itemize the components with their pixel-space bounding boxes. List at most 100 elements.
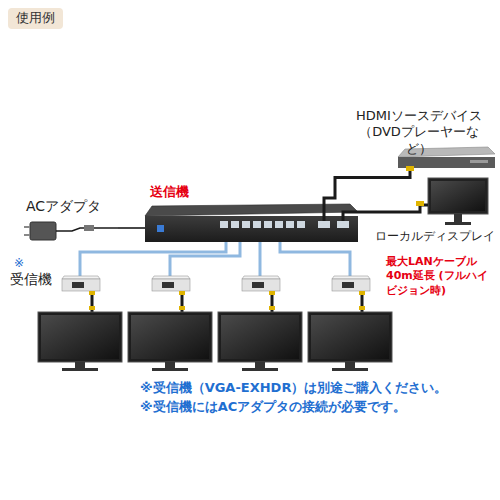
dvd-tray xyxy=(470,160,488,163)
hdmi-port xyxy=(337,221,349,228)
receiver-top xyxy=(62,276,100,279)
device-label: 受信機 xyxy=(10,271,52,289)
adapter-body xyxy=(30,222,56,240)
power-led xyxy=(157,225,164,232)
adapter-prong xyxy=(24,226,30,228)
hdmi-plug xyxy=(179,291,185,295)
tv-stand xyxy=(75,362,85,368)
receiver-port xyxy=(342,282,354,288)
tv-frame xyxy=(308,312,392,362)
hdmi-cable xyxy=(343,212,360,221)
tv-screen xyxy=(131,315,209,359)
lan-cable xyxy=(79,258,82,276)
receiver-port xyxy=(72,282,84,288)
tv-stand xyxy=(255,362,265,368)
lan-port xyxy=(286,221,294,228)
tv-stand xyxy=(165,362,175,368)
transmitter-unit xyxy=(145,204,358,242)
tv-screen xyxy=(41,315,119,359)
tv-base xyxy=(152,368,188,371)
power-cable xyxy=(140,227,145,229)
hdmi-plug xyxy=(89,306,95,310)
transmitter: 送信機 xyxy=(140,183,360,245)
receiver-port xyxy=(252,282,264,288)
receiver-box xyxy=(242,279,280,291)
receiver-top xyxy=(152,276,190,279)
hdmi-plug xyxy=(269,306,275,310)
monitor-base xyxy=(445,222,471,225)
lan-cable xyxy=(170,242,240,276)
lan-port xyxy=(275,221,283,228)
device-label: HDMIソースデバイス （DVDプレーヤーなど） xyxy=(348,108,490,157)
receivers-and-tvs xyxy=(38,276,392,371)
lan-ports xyxy=(220,221,305,228)
hdmi-plug xyxy=(359,291,365,295)
lan-cable xyxy=(80,245,226,258)
receiver-port xyxy=(162,282,174,288)
receiver-box xyxy=(332,279,370,291)
hdmi-plug xyxy=(269,291,275,295)
transmitter-top xyxy=(145,204,358,216)
device-label: ローカルディスプレイ xyxy=(375,229,495,244)
hdmi-cable xyxy=(373,205,428,212)
note-mark: ※ xyxy=(14,256,24,271)
receiver-set xyxy=(218,276,302,371)
device-label: ACアダプタ xyxy=(26,198,101,216)
receiver-top xyxy=(332,276,370,279)
receiver-set xyxy=(128,276,212,371)
cable-ferrite xyxy=(84,225,94,231)
lan-cable xyxy=(225,242,228,245)
receiver-box xyxy=(152,279,190,291)
hdmi-plug xyxy=(359,306,365,310)
monitor-screen xyxy=(431,181,485,211)
tv-base xyxy=(332,368,368,371)
hdmi-port xyxy=(318,221,330,228)
receiver-set xyxy=(38,276,122,371)
tv-screen xyxy=(311,315,389,359)
hdmi-plug xyxy=(179,306,185,310)
monitor-frame xyxy=(428,178,488,214)
device-label: 送信機 xyxy=(150,184,189,200)
hdmi-cable xyxy=(360,211,373,214)
lan-port xyxy=(253,221,261,228)
lan-port xyxy=(220,221,228,228)
tv-frame xyxy=(128,312,212,362)
lan-port xyxy=(242,221,250,228)
tv-screen xyxy=(221,315,299,359)
lan-cable xyxy=(259,242,262,276)
hdmi-plug xyxy=(406,166,414,171)
lan-cable xyxy=(280,242,350,276)
tv-frame xyxy=(38,312,122,362)
transmitter-front xyxy=(145,216,358,242)
footnote: ※受信機（VGA-EXHDR）は別途ご購入ください。 xyxy=(140,380,447,397)
local-display: ローカルディスプレイ xyxy=(373,172,497,248)
receiver-box xyxy=(62,279,100,291)
tv-frame xyxy=(218,312,302,362)
section-tag: 使用例 xyxy=(8,8,63,29)
monitor-stand xyxy=(454,214,462,222)
power-cable xyxy=(118,227,140,229)
footnote: ※受信機にはACアダプタの接続が必要です。 xyxy=(140,399,406,416)
local-monitor xyxy=(428,178,488,225)
cable-note: 最大LANケーブル 40m延長 (フルハイビジョン時) xyxy=(386,255,496,298)
tv-stand xyxy=(345,362,355,368)
receiver-top xyxy=(242,276,280,279)
ac-adapter xyxy=(24,222,118,240)
tv-base xyxy=(62,368,98,371)
hdmi-cable xyxy=(324,183,335,221)
lan-port xyxy=(231,221,239,228)
lan-port xyxy=(297,221,305,228)
hdmi-plug xyxy=(89,291,95,295)
receiver-set xyxy=(308,276,392,371)
lan-port xyxy=(264,221,272,228)
receiver: ※受信機 xyxy=(8,258,104,294)
hdmi-plug xyxy=(416,201,424,206)
hdmi-cable xyxy=(335,172,410,183)
ac-adapter: ACアダプタ xyxy=(22,196,118,246)
source-device: HDMIソースデバイス （DVDプレーヤーなど） xyxy=(340,106,496,172)
